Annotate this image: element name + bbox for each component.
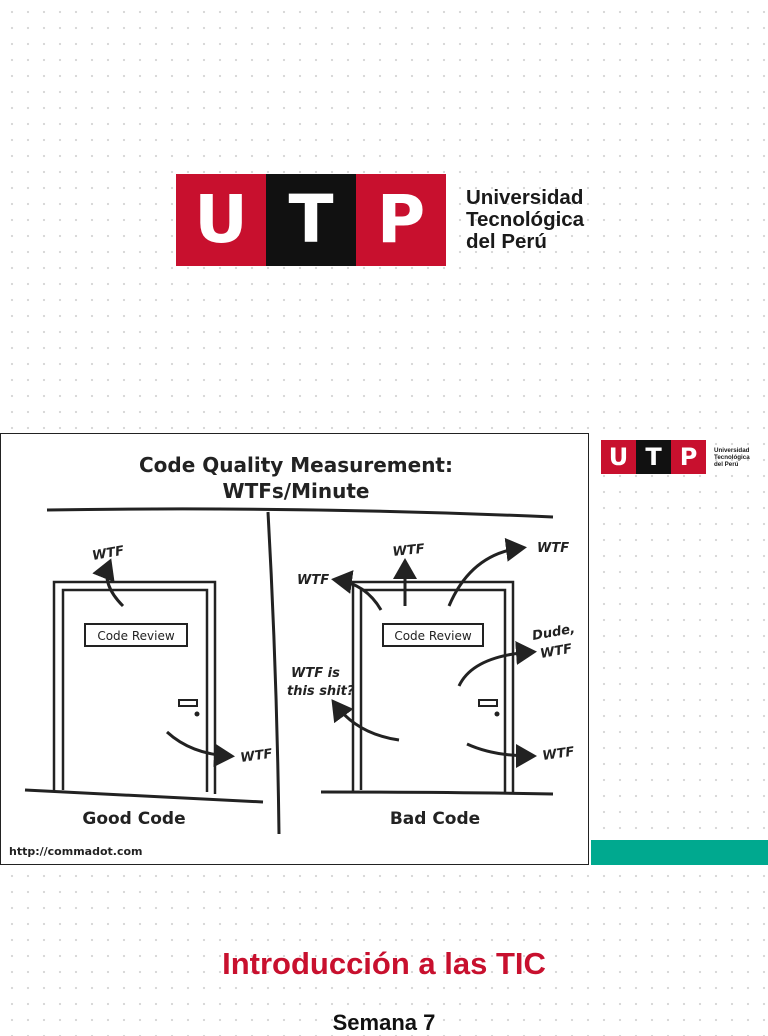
left-code-review-label: Code Review bbox=[97, 629, 175, 643]
utp-logo-small: U T P Universidad Tecnológica del Perú bbox=[601, 440, 750, 474]
comic-horizontal-line bbox=[46, 507, 554, 519]
left-caption: Good Code bbox=[82, 809, 185, 829]
logo-small-line-1: Universidad bbox=[714, 446, 750, 454]
logo-letter-u: U bbox=[176, 174, 266, 266]
logo-small-letter-t: T bbox=[636, 440, 671, 474]
comic-credit: http://commadot.com bbox=[9, 845, 143, 858]
logo-line-2: Tecnológica bbox=[466, 208, 585, 231]
logo-small-line-3: del Perú bbox=[714, 460, 739, 468]
logo-small-wordmark: Universidad Tecnológica del Perú bbox=[714, 447, 750, 468]
logo-letter-p: P bbox=[356, 174, 446, 266]
right-wtf-top-right: WTF bbox=[537, 541, 569, 556]
right-dude-line-1: Dude, bbox=[531, 622, 576, 644]
slide-title: Introducción a las TIC bbox=[222, 946, 546, 981]
right-caption: Bad Code bbox=[390, 809, 480, 829]
right-wtf-left: WTF bbox=[297, 573, 329, 588]
logo-line-3: del Perú bbox=[466, 230, 547, 253]
left-door-handle bbox=[178, 699, 198, 707]
right-code-review-label: Code Review bbox=[394, 629, 472, 643]
left-code-review-sign bbox=[84, 623, 188, 647]
right-shit-line-1: WTF is bbox=[291, 666, 340, 681]
accent-bar bbox=[591, 840, 768, 865]
logo-line-1: Universidad bbox=[466, 186, 584, 209]
left-floor bbox=[24, 788, 264, 804]
right-shit-line-2: this shit? bbox=[287, 684, 355, 699]
slide-subtitle: Semana 7 bbox=[332, 1010, 436, 1035]
comic-title-line-1: Code Quality Measurement: bbox=[139, 453, 453, 477]
comic-vertical-line bbox=[266, 511, 281, 835]
right-wtf-top: WTF bbox=[392, 542, 426, 560]
left-wtf-top: WTF bbox=[91, 544, 125, 564]
right-door-handle bbox=[478, 699, 498, 707]
utp-logo: U T P Universidad Tecnológica del Perú bbox=[176, 174, 584, 266]
wtf-comic-image: Code Quality Measurement: WTFs/Minute Co… bbox=[0, 433, 589, 865]
logo-wordmark: Universidad Tecnológica del Perú bbox=[466, 187, 584, 253]
right-door bbox=[351, 580, 515, 794]
right-floor bbox=[320, 790, 554, 796]
left-door bbox=[52, 580, 217, 794]
right-wtf-bottom-right: WTF bbox=[541, 745, 575, 764]
logo-small-line-2: Tecnológica bbox=[714, 453, 750, 461]
comic-title-line-2: WTFs/Minute bbox=[223, 479, 370, 503]
logo-letter-t: T bbox=[266, 174, 356, 266]
left-wtf-bottom: WTF bbox=[239, 747, 273, 766]
right-code-review-sign bbox=[382, 623, 484, 647]
logo-small-letter-u: U bbox=[601, 440, 636, 474]
right-dude-line-2: WTF bbox=[539, 642, 573, 662]
logo-small-letter-p: P bbox=[671, 440, 706, 474]
